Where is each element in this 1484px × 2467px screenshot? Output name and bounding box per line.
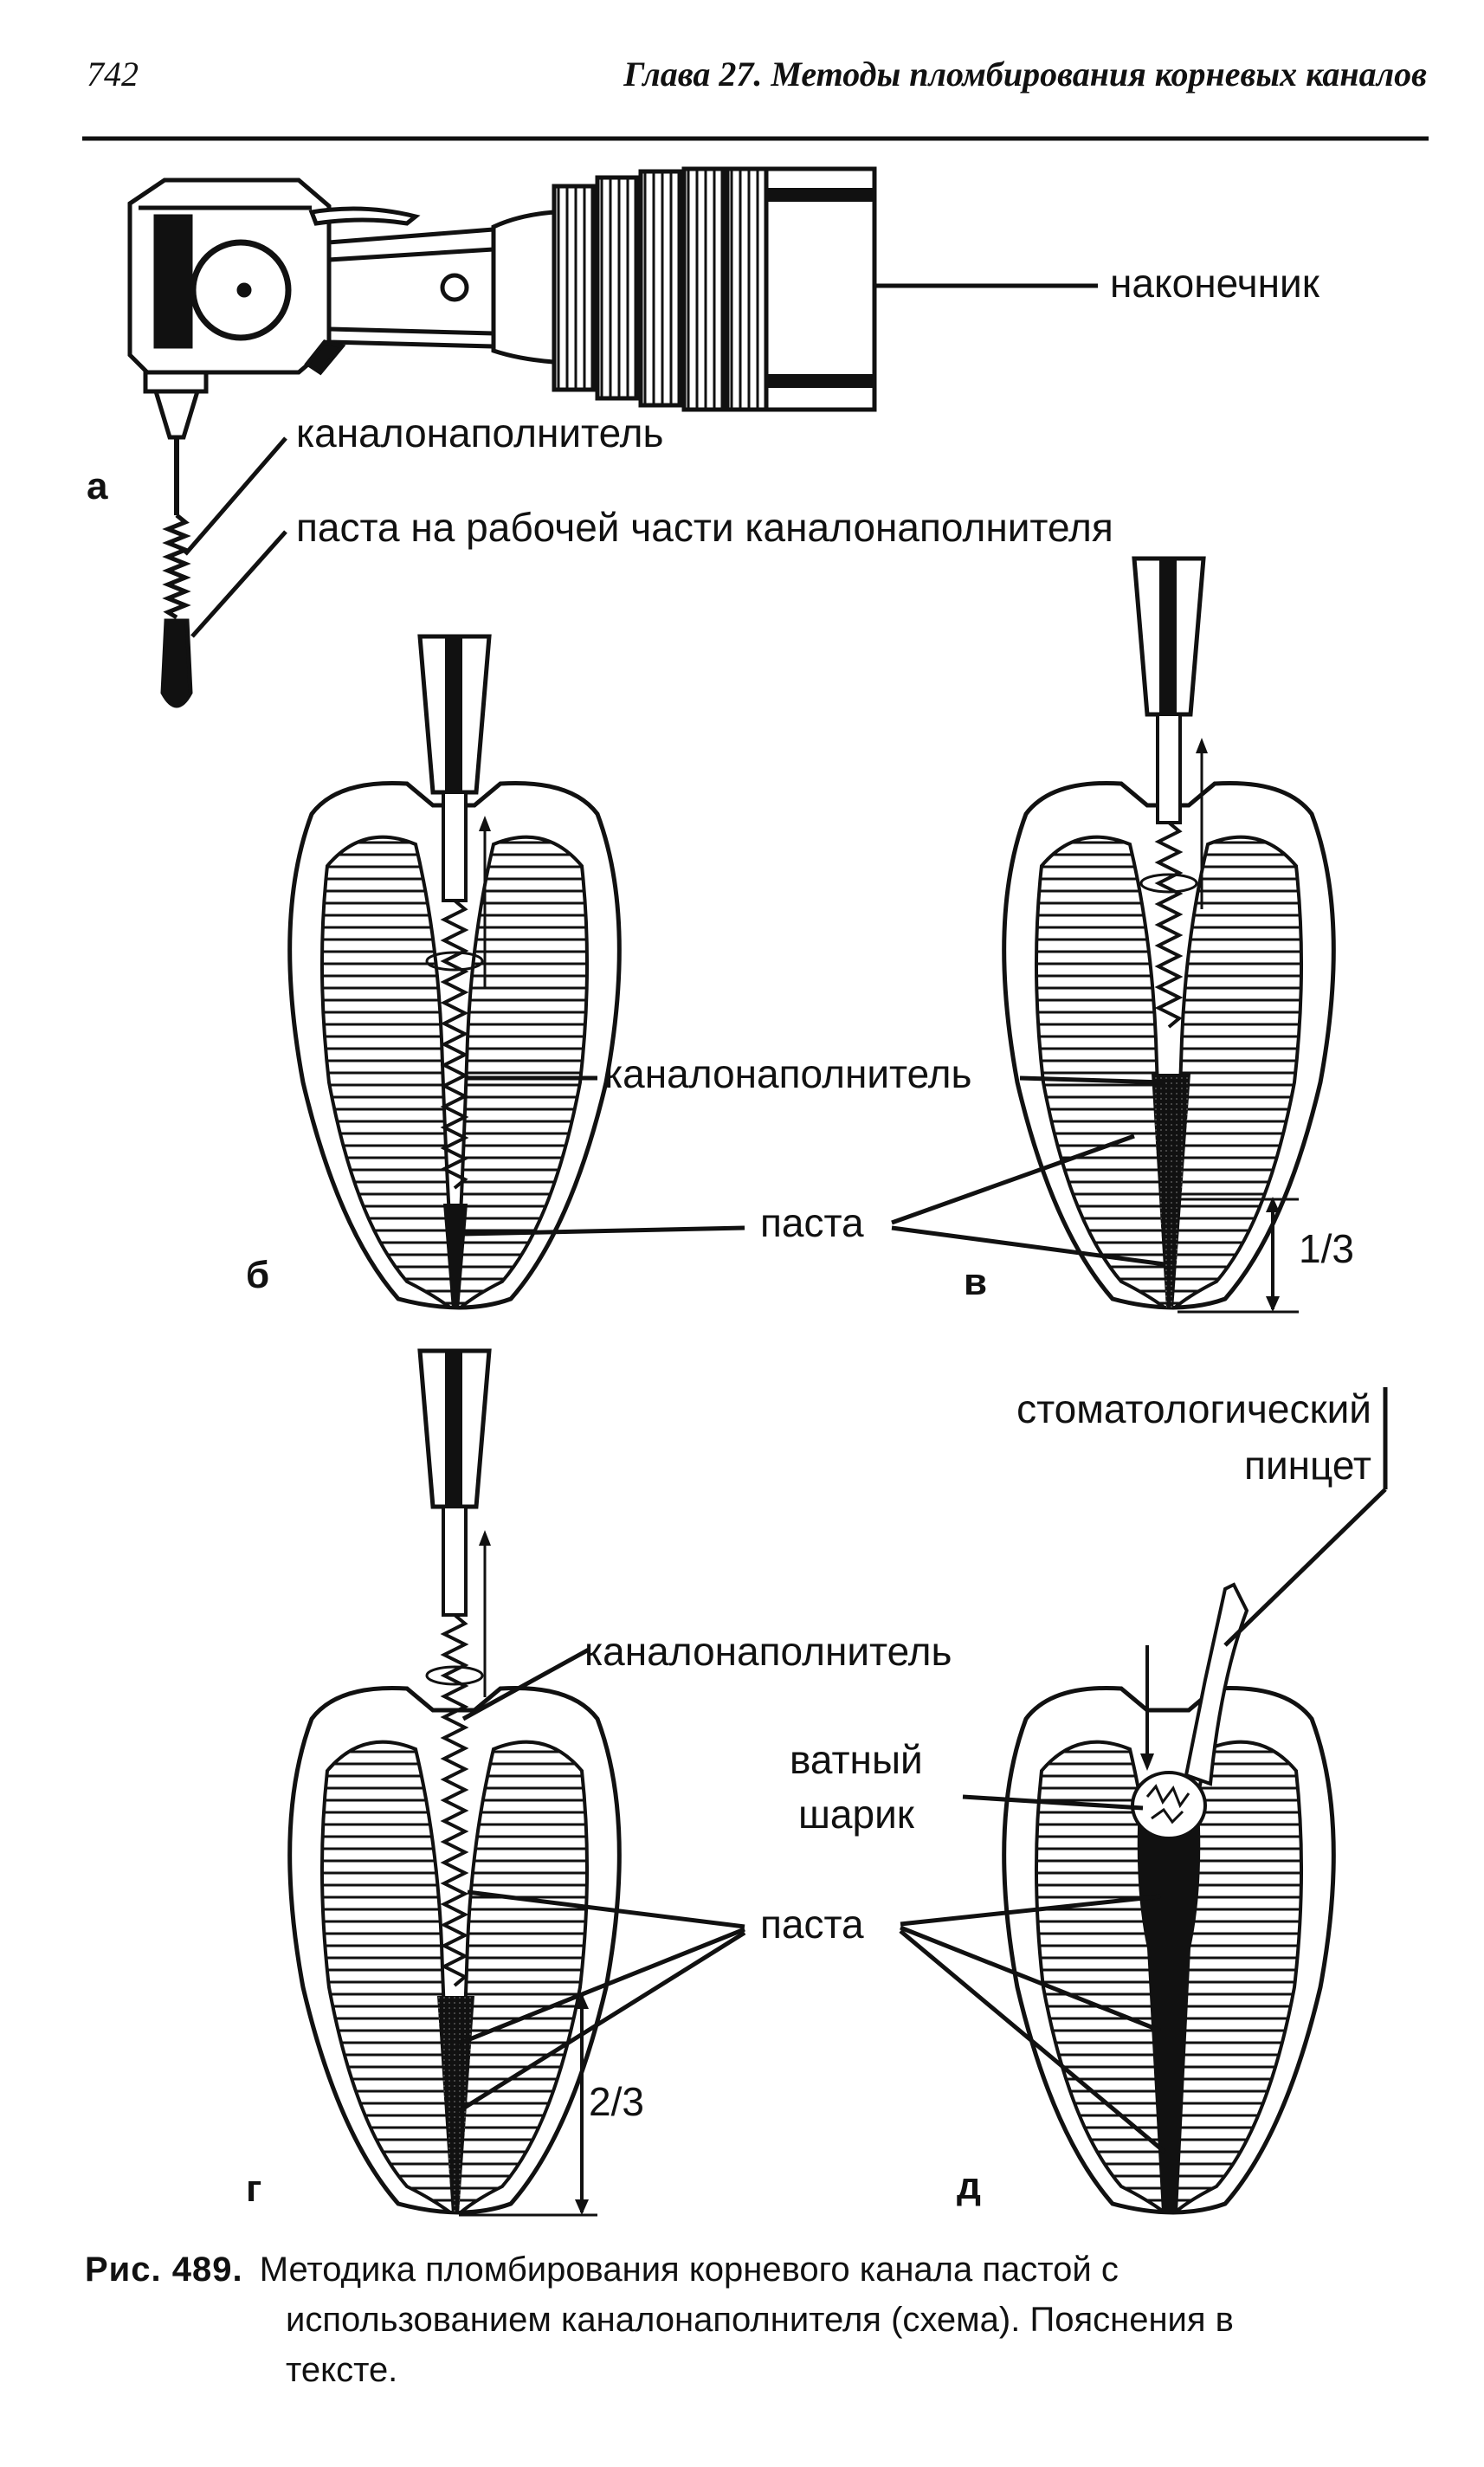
- leader-tweezers: [1223, 1488, 1387, 1647]
- leader-filler-a: [184, 436, 287, 556]
- label-two-thirds: 2/3: [589, 2079, 644, 2124]
- tooth-d: [1002, 1582, 1336, 2215]
- label-cotton-line2: шарик: [798, 1792, 914, 1837]
- leader-paste-v1: [891, 1133, 1135, 1225]
- leader-paste-g2: [458, 1927, 745, 2046]
- caption-line2: использованием каналонаполнителя (схема)…: [286, 2301, 1234, 2339]
- figure-caption: Рис. 489. Методика пломбирования корнево…: [85, 2244, 1119, 2295]
- label-tweezers-line1: стоматологический: [1016, 1386, 1371, 1431]
- panel-letter-g: г: [246, 2167, 262, 2210]
- label-paste-bv: паста: [760, 1200, 864, 1245]
- label-filler-bv: каналонаполнитель: [604, 1051, 972, 1096]
- label-one-third: 1/3: [1299, 1226, 1354, 1271]
- panel-letter-d: д: [957, 2165, 981, 2207]
- leader-paste-g3: [457, 1930, 746, 2114]
- leader-paste-a: [190, 530, 287, 638]
- leader-paste-d2: [900, 1925, 1161, 2033]
- leader-paste-d3: [899, 1929, 1166, 2154]
- panel-letter-a: а: [87, 465, 108, 507]
- label-filler-g: каналонаполнитель: [584, 1629, 952, 1674]
- handpiece-drawing: [127, 166, 877, 708]
- leader-paste-d1: [900, 1894, 1161, 1927]
- caption-figure-label: Рис. 489.: [85, 2251, 243, 2289]
- label-filler-a: каналонаполнитель: [296, 410, 664, 455]
- running-head: Глава 27. Методы пломбирования корневых …: [623, 55, 1427, 94]
- panel-letter-v: в: [964, 1261, 988, 1303]
- caption-line3: тексте.: [286, 2351, 398, 2389]
- label-paste-gd: паста: [760, 1902, 864, 1947]
- leader-cotton: [962, 1794, 1144, 1811]
- tooth-v: [1002, 556, 1336, 1314]
- panel-letter-b: б: [246, 1254, 270, 1296]
- label-handpiece: наконечник: [1110, 261, 1319, 306]
- leader-filler-g: [461, 1647, 590, 1721]
- label-paste-on-filler: паста на рабочей части каналонаполнителя: [296, 505, 1113, 550]
- label-cotton-line1: ватный: [790, 1737, 923, 1782]
- leader-paste-g1: [467, 1889, 745, 1929]
- leader-filler-v: [1019, 1075, 1165, 1085]
- leader-paste-b: [462, 1225, 745, 1237]
- tooth-b: [287, 634, 622, 1310]
- page-number: 742: [87, 55, 139, 94]
- label-tweezers-line2: пинцет: [1244, 1443, 1371, 1488]
- leader-paste-v2: [891, 1225, 1165, 1267]
- caption-line1: Методика пломбирования корневого канала …: [259, 2251, 1119, 2289]
- tooth-g: [287, 1348, 622, 2217]
